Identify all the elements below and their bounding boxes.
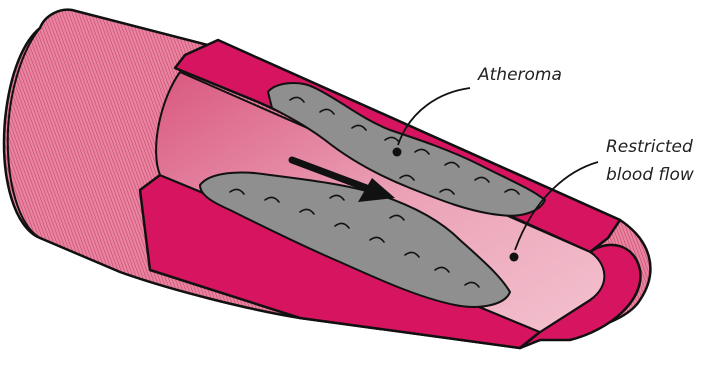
restricted-label-line1: Restricted xyxy=(606,137,693,157)
restricted-leader-dot xyxy=(510,253,519,262)
atheroma-leader-dot xyxy=(393,148,402,157)
restricted-label-line2: blood flow xyxy=(606,165,694,185)
atheroma-label: Atheroma xyxy=(477,65,562,85)
